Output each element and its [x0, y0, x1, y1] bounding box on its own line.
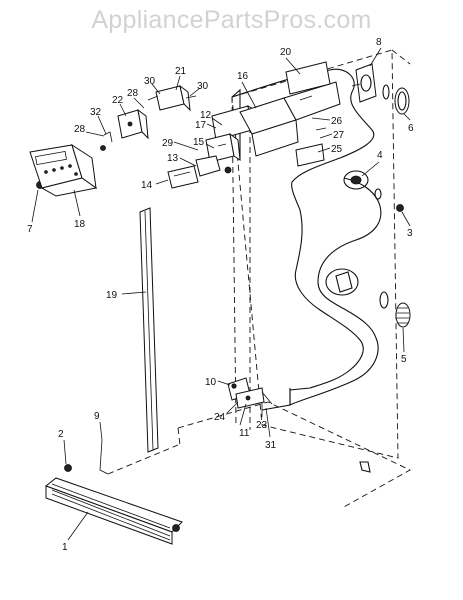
callout-30a: 30: [144, 76, 156, 87]
callout-26: 26: [331, 116, 343, 127]
leader-lines: [31, 47, 411, 541]
part-21-bracket: [147, 84, 197, 112]
callout-22: 22: [112, 95, 124, 106]
callout-7: 7: [27, 224, 33, 235]
part-1-grille: [44, 477, 183, 545]
callout-4: 4: [377, 150, 383, 161]
part-22-bracket: [103, 108, 149, 143]
callout-24: 24: [214, 412, 226, 423]
part-10-hinge: [227, 377, 273, 409]
callout-3: 3: [407, 228, 413, 239]
callout-29: 29: [162, 138, 174, 149]
watermark: AppliancePartsPros.com: [91, 6, 372, 34]
cabinet-liner: [177, 49, 411, 509]
callout-17: 17: [195, 120, 207, 131]
callout-9: 9: [94, 411, 100, 422]
callout-12: 12: [200, 110, 212, 121]
part-16-housing: [239, 61, 341, 167]
callout-2: 2: [58, 429, 64, 440]
callout-13: 13: [167, 153, 179, 164]
callout-20: 20: [280, 47, 292, 58]
callout-1: 1: [62, 542, 68, 553]
callout-14: 14: [141, 180, 153, 191]
callout-25: 25: [331, 144, 343, 155]
callout-27: 27: [333, 130, 345, 141]
part-6-cap: [382, 84, 410, 115]
callout-11: 11: [239, 428, 250, 439]
air-duct-liner: [231, 68, 382, 411]
part-19-strip: [139, 207, 159, 453]
callout-5: 5: [401, 354, 407, 365]
callout-16: 16: [237, 71, 249, 82]
screw-parts: [36, 145, 404, 532]
callout-31: 31: [265, 440, 277, 451]
callout-21: 21: [175, 66, 187, 77]
callout-30b: 30: [197, 81, 209, 92]
part-8-bracket: [351, 63, 377, 103]
callout-32: 32: [90, 107, 102, 118]
callout-23: 23: [256, 420, 268, 431]
callout-15: 15: [193, 137, 205, 148]
part-18-control-panel: [29, 143, 98, 197]
callout-18: 18: [74, 219, 86, 230]
callout-labels: 1 2 3 4 5 6 7 8 9 10 11 12 13 14 15 16 1…: [27, 37, 414, 553]
callout-19: 19: [106, 290, 118, 301]
callout-28b: 28: [127, 88, 139, 99]
part-5-lens: [379, 291, 411, 328]
callout-28a: 28: [74, 124, 86, 135]
part-4-knob: [350, 175, 382, 200]
callout-10: 10: [205, 377, 217, 388]
callout-6: 6: [408, 123, 414, 134]
callout-8: 8: [376, 37, 382, 48]
